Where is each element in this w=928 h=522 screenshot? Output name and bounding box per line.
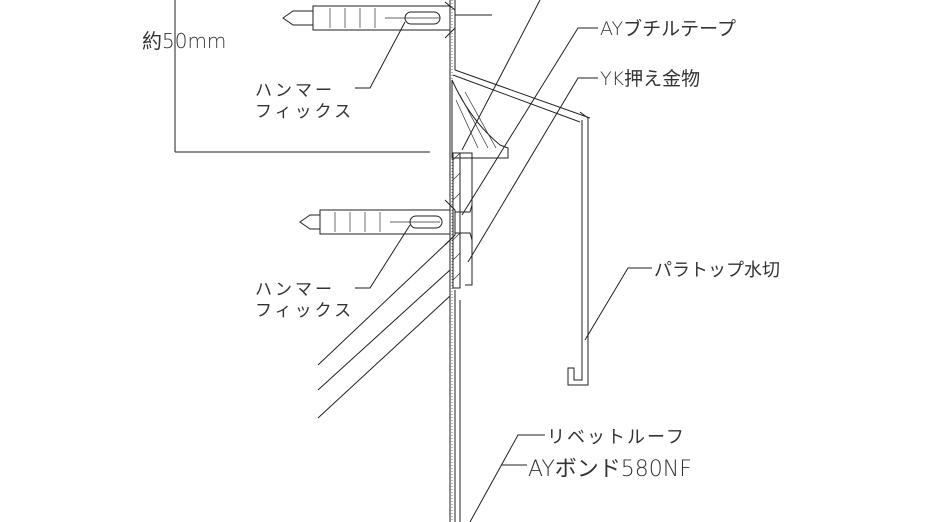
- parapet-wall: [449, 0, 461, 522]
- label-hammer-fix-top-1: ハンマー: [255, 81, 335, 101]
- label-rivet-roof: リベットルーフ: [547, 427, 686, 448]
- label-hammer-fix-top-2: フィックス: [255, 102, 354, 122]
- label-paratop: パラトップ水切: [654, 260, 780, 281]
- leader-lines: [355, 21, 652, 522]
- label-bond: AYボンド580NF: [528, 457, 692, 482]
- top-plate: [452, 0, 591, 123]
- label-butyl-tape: AYブチルテープ: [600, 17, 736, 40]
- dimension-line: [174, 0, 430, 153]
- hammer-fix-anchor-bottom: [299, 199, 473, 246]
- butyl-tape-section: [451, 79, 509, 159]
- label-yk-bracket: YK押え金物: [600, 68, 700, 90]
- label-hammer-fix-bottom-1: ハンマー: [255, 280, 335, 300]
- paratop-flashing: [567, 111, 589, 386]
- dimension-label: 約50mm: [142, 29, 226, 53]
- yk-bracket: [452, 152, 473, 289]
- roof-lines: [317, 0, 541, 419]
- label-hammer-fix-bottom-2: フィックス: [255, 301, 354, 321]
- hammer-fix-anchor-top: [282, 1, 456, 39]
